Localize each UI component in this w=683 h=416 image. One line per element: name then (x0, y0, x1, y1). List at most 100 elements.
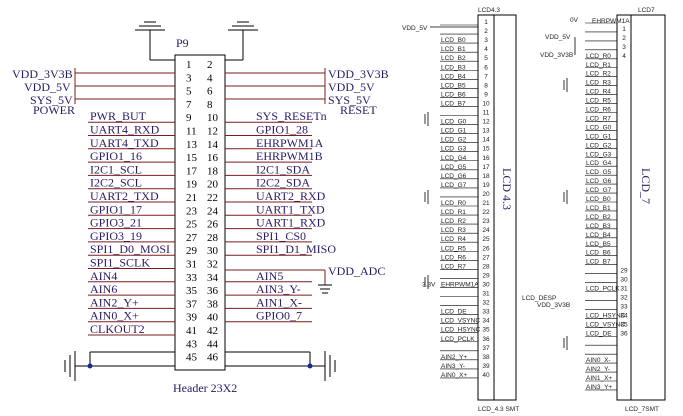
lcd43-signal-label: LCD_B2 (441, 55, 466, 62)
signal-label-left: CLKOUT2 (90, 322, 145, 336)
lcd7-signal-label: 0V (570, 17, 579, 24)
header-name: Header 23X2 (173, 381, 237, 395)
lcd7-pin-number: 29 (620, 268, 628, 275)
lcd43-pin-number: 3 (484, 37, 488, 44)
lcd43-pin-number: 7 (484, 73, 488, 80)
lcd43-pin-number: 27 (482, 254, 490, 261)
lcd7-signal-label: LCD_R3 (586, 80, 611, 87)
pin-number-left: 43 (186, 338, 198, 350)
lcd43-pin-number: 21 (482, 200, 490, 207)
lcd7-ground-stubs (563, 78, 568, 350)
lcd7-signal-label: LCD_B7 (586, 259, 611, 266)
pin-number-left: 11 (186, 126, 197, 138)
pin-number-right: 34 (207, 272, 219, 284)
lcd7-signal-label: LCD_R0 (586, 53, 611, 60)
label-vdd-5v-right: VDD_5V (328, 80, 375, 94)
lcd43-pin-number: 10 (482, 100, 490, 107)
signal-label-right: SYS_RESETn (256, 109, 327, 123)
label-vdd-3v3b-left: VDD_3V3B (12, 67, 73, 81)
lcd43-signal-label: LCD_R2 (441, 218, 466, 225)
lcd43-pin-number: 39 (482, 363, 490, 370)
lcd43-pin-number: 28 (482, 263, 490, 270)
pin-number-left: 19 (186, 179, 198, 191)
pin-number-right: 2 (207, 59, 213, 71)
lcd43-signal-label: LCD_HSYNC (441, 327, 481, 334)
lcd43-signal-label: LCD_B0 (441, 37, 466, 44)
lcd7-signal-label: LCD_B0 (586, 196, 611, 203)
signal-label-left: AIN0_X+ (90, 309, 139, 323)
lcd7-signal-label: AIN0_X- (586, 357, 611, 364)
lcd43-ground-stubs (424, 112, 429, 289)
lcd7-signal-label: LCD_B4 (586, 232, 611, 239)
lcd43-signal-label: LCD_R4 (441, 236, 466, 243)
ground-symbol-pin1 (135, 21, 175, 61)
signal-label-left: UART4_TXD (90, 136, 159, 150)
lcd43-signal-label: LCD_R6 (441, 254, 466, 261)
signal-label-right: UART2_RXD (256, 189, 326, 203)
lcd43-signal-label: LCD_G0 (441, 119, 467, 126)
lcd43-pin-number: 36 (482, 336, 490, 343)
lcd43-pin-number: 9 (484, 91, 488, 98)
signal-label-left: SPI1_SCLK (90, 256, 150, 270)
lcd43-signal-label: LCD_R7 (441, 263, 466, 270)
lcd7-signal-label: LCD_R6 (586, 107, 611, 114)
lcd43-signal-label: LCD_B6 (441, 91, 466, 98)
signal-label-right: AIN1_X- (256, 295, 302, 309)
lcd43-pin-number: 32 (482, 300, 490, 307)
pin-number-right: 14 (207, 139, 219, 151)
header-p9: P9 Header 23X2 (12, 21, 389, 395)
lcd43-pin-number: 38 (482, 354, 490, 361)
lcd7-signal-label: LCD_B2 (586, 214, 611, 221)
lcd43-signal-label: LCD_B3 (441, 64, 466, 71)
lcd43-pin-number: 33 (482, 309, 490, 316)
lcd7-pin-number: 30 (620, 277, 628, 284)
lcd43-pin-number: 2 (484, 28, 488, 35)
lcd43-signal-label: LCD_B7 (441, 100, 466, 107)
lcd7-pin-number: 3 (622, 44, 626, 51)
lcd43-pin-number: 17 (482, 164, 490, 171)
pin-number-left: 35 (186, 285, 198, 297)
signal-label-left: AIN6 (90, 282, 117, 296)
lcd7-pin-number: 32 (620, 294, 628, 301)
lcd43-signal-label: LCD_VSYNC (441, 318, 480, 325)
label-sys-5v-left: SYS_5V (30, 93, 73, 107)
lcd7-vdd5: VDD_5V (545, 34, 571, 41)
label-vdd-3v3b-right: VDD_3V3B (328, 67, 389, 81)
lcd43-connector: LCD4.3 LCD_4.3 SMT LCD 4.3 VDD_5V 123LCD… (402, 7, 519, 413)
label-vdd-5v-left: VDD_5V (24, 80, 71, 94)
junction-dot-left (87, 363, 93, 369)
pin-number-right: 38 (207, 298, 219, 310)
lcd7-signal-label: LCD_G1 (586, 133, 612, 140)
ground-symbol-adc (318, 284, 332, 294)
lcd7-signal-label: LCD_R1 (586, 62, 611, 69)
signal-label-right: EHRPWM1A (256, 136, 324, 150)
pin-number-right: 6 (207, 86, 213, 98)
lcd7-signal-label: LCD_G5 (586, 169, 612, 176)
lcd7-signal-label: AIN3_Y+ (586, 384, 612, 391)
lcd7-vdd33b: VDD_3V3B (537, 302, 570, 309)
pin-number-left: 21 (186, 192, 197, 204)
lcd7-body (630, 14, 666, 401)
lcd7-signal-label: LCD_B5 (586, 241, 611, 248)
lcd7-title: LCD_7 (639, 168, 653, 204)
signal-label-right: GPIO0_7 (256, 309, 302, 323)
pin-number-left: 23 (186, 205, 198, 217)
pin-number-left: 1 (186, 59, 192, 71)
signal-label-right: GPIO1_28 (256, 123, 308, 137)
pin-number-left: 15 (186, 152, 198, 164)
lcd7-pin-column (616, 14, 632, 401)
lcd43-signal-label: LCD_G4 (441, 155, 467, 162)
label-reset: RESET (340, 103, 377, 117)
pin-number-right: 8 (207, 99, 213, 111)
lcd7-signal-label: LCD_B6 (586, 250, 611, 257)
lcd43-signal-label: LCD_G6 (441, 173, 467, 180)
lcd7-lcd-desp: LCD_DESP (522, 295, 556, 302)
lcd43-pin-number: 12 (482, 119, 490, 126)
lcd43-pin-number: 26 (482, 245, 490, 252)
lcd7-ref: LCD7 (638, 7, 655, 14)
pin-number-right: 40 (207, 312, 219, 324)
lcd43-signal-label: AIN0_X+ (441, 372, 467, 379)
pin-number-left: 13 (186, 139, 198, 151)
ground-symbol-pin2 (225, 21, 258, 61)
